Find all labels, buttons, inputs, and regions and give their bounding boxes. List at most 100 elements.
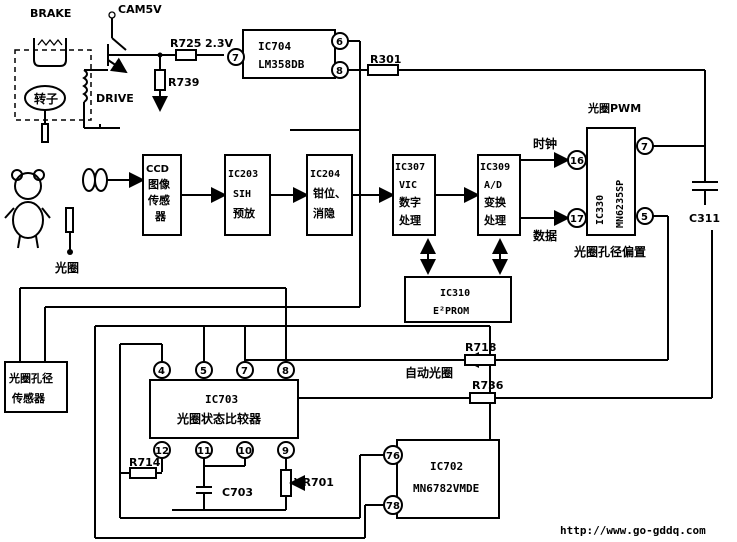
transistor-collector	[111, 37, 127, 51]
r736-resistor	[469, 392, 496, 404]
r725-r739: R725 2.3V R739	[152, 37, 233, 112]
svg-text:IC309: IC309	[480, 162, 510, 173]
lens-right-icon	[94, 168, 108, 192]
brake-label: BRAKE	[30, 7, 71, 20]
svg-text:10: 10	[238, 446, 252, 457]
svg-text:器: 器	[154, 210, 167, 223]
svg-text:16: 16	[570, 156, 584, 167]
ic704-block: IC704 LM358DB 7 6 8	[227, 29, 349, 79]
c311-label: C311	[689, 212, 720, 225]
svg-text:预放: 预放	[233, 206, 256, 220]
ic307-block: IC307 VIC 数字 处理	[392, 154, 436, 236]
r301-label: R301	[370, 53, 401, 66]
r725-resistor	[175, 49, 197, 61]
svg-text:7: 7	[232, 53, 239, 64]
svg-text:7: 7	[641, 142, 648, 153]
ic703-block: IC703 光圈状态比较器 4 5 7 8 12 11 10 9	[149, 361, 299, 459]
svg-text:5: 5	[200, 366, 207, 377]
ic702-pin-76	[383, 445, 403, 465]
svg-text:图像: 图像	[148, 177, 171, 191]
svg-text:传感器: 传感器	[11, 391, 46, 405]
svg-text:12: 12	[155, 446, 169, 457]
cam5v-terminal	[108, 11, 116, 19]
ic309-block: IC309 A/D 变换 处理	[477, 154, 521, 236]
svg-text:8: 8	[282, 366, 289, 377]
ic702-pin-78	[383, 495, 403, 515]
ic702-block: IC702 MN6782VMDE 76 78	[383, 439, 500, 519]
svg-text:IC204: IC204	[310, 169, 340, 180]
svg-text:76: 76	[386, 451, 400, 462]
svg-text:处理: 处理	[483, 213, 506, 227]
r725-label: R725	[170, 37, 201, 50]
svg-text:IC310: IC310	[440, 288, 470, 299]
svg-text:处理: 处理	[398, 213, 421, 227]
ccd-block: CCD 图像 传感 器	[142, 154, 182, 236]
c703-label: C703	[222, 486, 253, 499]
svg-text:9: 9	[282, 446, 289, 457]
r718-resistor	[464, 354, 496, 366]
cam5v-label: CAM5V	[118, 3, 162, 16]
svg-text:CCD: CCD	[146, 164, 169, 175]
svg-text:E²PROM: E²PROM	[433, 306, 469, 317]
svg-text:11: 11	[197, 446, 211, 457]
aperture-sensor-block: 光圈孔径 传感器	[4, 361, 68, 413]
ic310-block: IC310 E²PROM	[404, 276, 512, 323]
svg-text:IC703: IC703	[205, 393, 238, 406]
drive-coil	[82, 69, 88, 103]
auto-aperture-label: 自动光圈	[405, 365, 453, 380]
aperture-bias-label: 光圈孔径偏置	[573, 244, 646, 259]
svg-text:VIC: VIC	[399, 180, 417, 191]
ic704-part: LM358DB	[258, 58, 305, 71]
ic330-pin-17	[567, 208, 587, 228]
ic704-name: IC704	[258, 40, 291, 53]
svg-text:光圈孔径: 光圈孔径	[8, 371, 53, 385]
ic330-block: IC330 MN6235SP 16 17 7 5	[567, 127, 654, 236]
rotor-label: 转子	[34, 91, 58, 106]
svg-text:光圈状态比较器: 光圈状态比较器	[176, 411, 262, 426]
r736-label: R736	[472, 379, 504, 392]
svg-text:A/D: A/D	[484, 180, 502, 191]
svg-text:IC307: IC307	[395, 162, 425, 173]
drive-label: DRIVE	[96, 92, 134, 105]
svg-text:IC203: IC203	[228, 169, 258, 180]
ic330-pin-16	[567, 150, 587, 170]
svg-text:78: 78	[386, 501, 400, 512]
aperture-label: 光圈	[54, 260, 79, 275]
svg-text:MN6782VMDE: MN6782VMDE	[413, 482, 479, 495]
svg-text:数字: 数字	[399, 195, 421, 209]
motor-section: BRAKE CAM5V DRIVE 转子	[14, 3, 162, 143]
voltage-2-3v-label: 2.3V	[205, 37, 233, 50]
brake-coil	[33, 38, 67, 67]
svg-text:6: 6	[336, 37, 343, 48]
svg-text:IC330: IC330	[595, 195, 606, 225]
subject-bear-icon	[4, 169, 51, 249]
svg-text:变换: 变换	[484, 195, 507, 209]
clock-label: 时钟	[533, 136, 557, 151]
r739-resistor	[154, 69, 166, 91]
svg-text:IC702: IC702	[430, 460, 463, 473]
r301-resistor	[367, 64, 399, 76]
svg-text:4: 4	[158, 366, 165, 377]
r718-label: R718	[465, 341, 496, 354]
svg-text:5: 5	[641, 212, 648, 223]
ic704-pin-7	[227, 48, 245, 66]
aperture-pwm-label: 光圈PWM	[587, 101, 641, 115]
svg-text:17: 17	[570, 214, 584, 225]
svg-text:传感: 传感	[147, 193, 170, 207]
aperture-iris-icon	[65, 207, 74, 233]
ic203-block: IC203 SIH 预放	[224, 154, 271, 236]
r714-resistor	[129, 467, 157, 479]
svg-text:8: 8	[336, 66, 343, 77]
svg-text:MN6235SP: MN6235SP	[615, 180, 626, 228]
svg-text:消隐: 消隐	[313, 206, 335, 220]
data-label: 数据	[533, 228, 557, 243]
vr701-potentiometer	[280, 469, 292, 497]
lens-left-icon	[82, 168, 96, 192]
r714-label: R714	[129, 456, 161, 469]
svg-text:SIH: SIH	[233, 189, 251, 200]
ic204-block: IC204 钳位、 消隐	[306, 154, 353, 236]
svg-text:钳位、: 钳位、	[313, 186, 346, 200]
ic703-pin-8	[277, 361, 295, 379]
